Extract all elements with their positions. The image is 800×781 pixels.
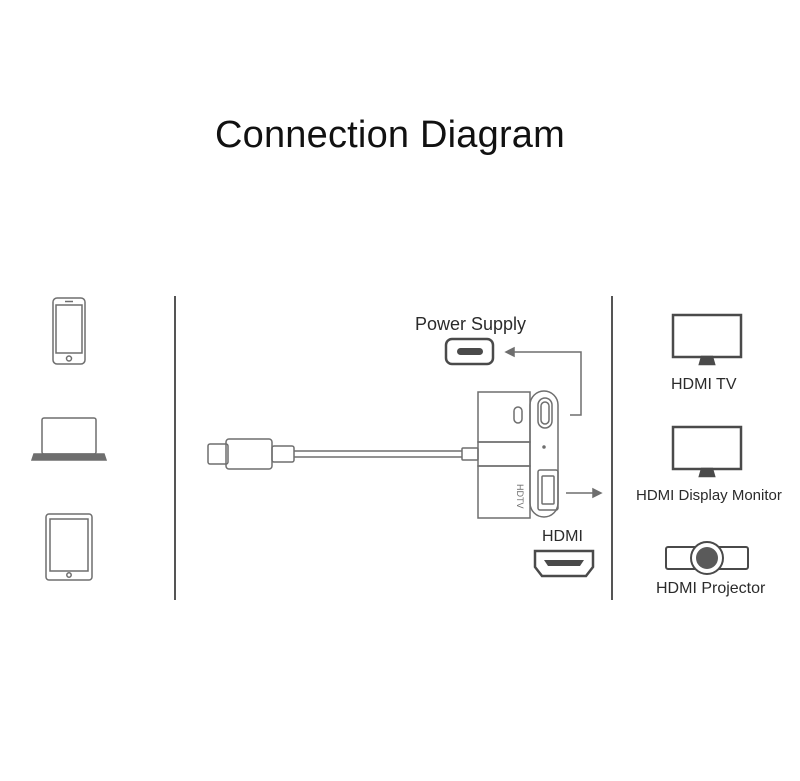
power-supply-label: Power Supply xyxy=(415,314,527,334)
projector-icon xyxy=(665,541,749,575)
hdmi-label: HDMI xyxy=(542,528,583,545)
adapter-hub xyxy=(477,390,559,519)
tablet-icon xyxy=(45,513,93,581)
page-title: Connection Diagram xyxy=(215,114,565,156)
hdmi-connector-icon xyxy=(533,549,595,578)
laptop-icon xyxy=(30,417,108,461)
power-arrow xyxy=(504,346,582,416)
hdmi-projector-label: HDMI Projector xyxy=(656,580,766,597)
phone-icon xyxy=(52,297,86,365)
usb-c-plug xyxy=(207,438,295,470)
tv-icon xyxy=(671,313,743,366)
monitor-icon xyxy=(671,425,743,478)
hdtv-port-label: HDTV xyxy=(515,484,525,509)
cable xyxy=(294,447,479,461)
hdmi-tv-label: HDMI TV xyxy=(671,376,737,393)
usb-c-port-icon xyxy=(444,337,495,366)
hdmi-display-monitor-label: HDMI Display Monitor xyxy=(636,487,782,504)
hdmi-output-arrow xyxy=(566,487,603,499)
